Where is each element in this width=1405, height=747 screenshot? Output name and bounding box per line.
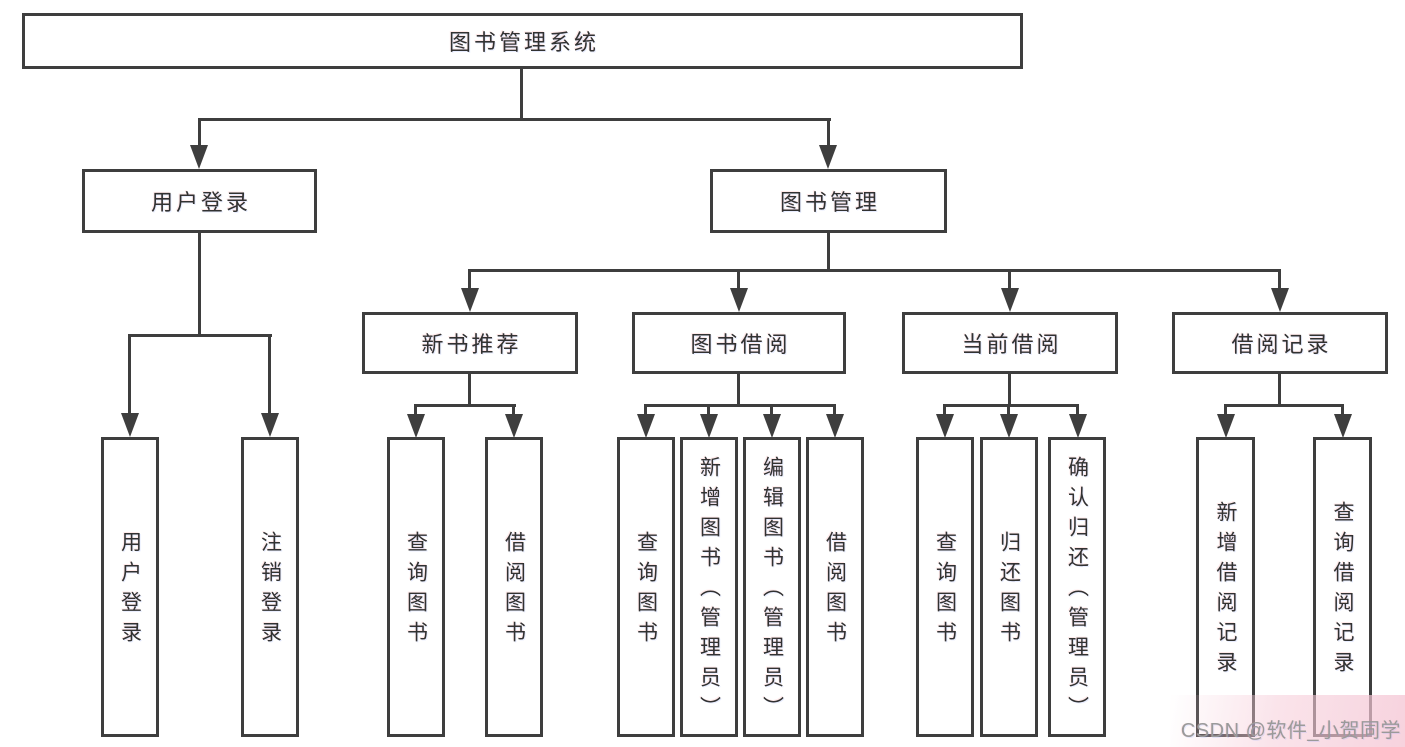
connector-line xyxy=(707,404,710,418)
connector-line xyxy=(268,334,271,416)
leaf-query-borrow-record-label: 查询借阅记录 xyxy=(1331,501,1354,681)
connector-arrowhead xyxy=(763,414,781,438)
leaf-confirm-return-admin: 确认归还（管理员） xyxy=(1048,437,1106,737)
leaf-user-login: 用户登录 xyxy=(101,437,159,737)
leaf-recommend-query-books-label: 查询图书 xyxy=(404,531,428,651)
connector-line xyxy=(468,269,471,293)
connector-line xyxy=(943,404,946,418)
connector-arrowhead xyxy=(190,145,208,169)
connector-arrowhead xyxy=(1000,414,1018,438)
node-book-borrowing: 图书借阅 xyxy=(632,312,846,374)
leaf-logout: 注销登录 xyxy=(241,437,299,737)
node-root-label: 图书管理系统 xyxy=(448,30,599,55)
connector-line xyxy=(1278,374,1281,407)
connector-line xyxy=(1008,374,1011,407)
leaf-recommend-borrow-books-label: 借阅图书 xyxy=(502,531,526,651)
connector-arrowhead xyxy=(700,414,718,438)
connector-arrowhead xyxy=(730,288,748,312)
leaf-add-borrow-record: 新增借阅记录 xyxy=(1196,437,1255,737)
connector-line xyxy=(1076,404,1079,418)
connector-arrowhead xyxy=(936,414,954,438)
node-borrowing-records: 借阅记录 xyxy=(1172,312,1388,374)
node-user-login: 用户登录 xyxy=(82,169,317,233)
connector-arrowhead xyxy=(407,414,425,438)
connector-line xyxy=(198,118,201,151)
connector-line xyxy=(737,269,740,293)
connector-arrowhead xyxy=(261,413,279,437)
connector-line xyxy=(414,404,516,407)
connector-line xyxy=(1278,269,1281,293)
connector-arrowhead xyxy=(121,413,139,437)
connector-line xyxy=(943,404,1079,407)
leaf-borrow-query-books-label: 查询图书 xyxy=(634,531,658,651)
node-book-borrowing-label: 图书借阅 xyxy=(690,332,791,357)
connector-arrowhead xyxy=(505,414,523,438)
node-user-login-label: 用户登录 xyxy=(150,190,251,215)
leaf-current-query-books: 查询图书 xyxy=(916,437,974,737)
connector-line xyxy=(468,374,471,407)
connector-line xyxy=(512,404,515,418)
leaf-logout-label: 注销登录 xyxy=(258,531,282,651)
connector-arrowhead xyxy=(1271,288,1289,312)
node-book-management: 图书管理 xyxy=(710,169,947,233)
connector-line xyxy=(468,269,1281,272)
connector-line xyxy=(1007,404,1010,418)
connector-line xyxy=(414,404,417,418)
connector-arrowhead xyxy=(637,414,655,438)
connector-line xyxy=(1224,404,1227,418)
leaf-return-books-label: 归还图书 xyxy=(997,531,1021,651)
connector-line xyxy=(644,404,647,418)
connector-arrowhead xyxy=(1001,288,1019,312)
connector-line xyxy=(128,334,131,416)
connector-line xyxy=(1224,404,1344,407)
connector-line xyxy=(520,69,523,120)
watermark: CSDN @软件_小贺同学 xyxy=(1180,720,1401,742)
leaf-edit-book-admin-label: 编辑图书（管理员） xyxy=(760,456,784,726)
connector-line xyxy=(770,404,773,418)
node-new-book-recommendation-label: 新书推荐 xyxy=(421,332,522,357)
node-current-borrowing: 当前借阅 xyxy=(902,312,1118,374)
node-new-book-recommendation: 新书推荐 xyxy=(362,312,578,374)
node-root: 图书管理系统 xyxy=(22,13,1023,69)
connector-arrowhead xyxy=(1217,414,1235,438)
leaf-user-login-label: 用户登录 xyxy=(118,531,142,651)
connector-arrowhead xyxy=(819,145,837,169)
leaf-recommend-borrow-books: 借阅图书 xyxy=(485,437,543,737)
leaf-edit-book-admin: 编辑图书（管理员） xyxy=(743,437,801,737)
leaf-confirm-return-admin-label: 确认归还（管理员） xyxy=(1065,456,1089,726)
connector-line xyxy=(827,118,830,151)
connector-line xyxy=(644,404,836,407)
connector-arrowhead xyxy=(1334,414,1352,438)
leaf-query-borrow-record: 查询借阅记录 xyxy=(1313,437,1372,737)
connector-line xyxy=(198,233,201,337)
connector-line xyxy=(1341,404,1344,418)
leaf-current-query-books-label: 查询图书 xyxy=(933,531,957,651)
leaf-return-books: 归还图书 xyxy=(980,437,1038,737)
node-borrowing-records-label: 借阅记录 xyxy=(1231,332,1332,357)
node-current-borrowing-label: 当前借阅 xyxy=(961,332,1062,357)
leaf-add-borrow-record-label: 新增借阅记录 xyxy=(1214,501,1237,681)
connector-line xyxy=(827,233,830,272)
leaf-add-book-admin: 新增图书（管理员） xyxy=(680,437,738,737)
node-book-management-label: 图书管理 xyxy=(779,190,880,215)
connector-arrowhead xyxy=(826,414,844,438)
leaf-borrow-books: 借阅图书 xyxy=(806,437,864,737)
connector-line xyxy=(1008,269,1011,293)
leaf-add-book-admin-label: 新增图书（管理员） xyxy=(697,456,721,726)
connector-line xyxy=(737,374,740,407)
connector-arrowhead xyxy=(1069,414,1087,438)
leaf-borrow-query-books: 查询图书 xyxy=(617,437,675,737)
connector-line xyxy=(198,118,831,121)
leaf-borrow-books-label: 借阅图书 xyxy=(823,531,847,651)
leaf-recommend-query-books: 查询图书 xyxy=(387,437,445,737)
connector-line xyxy=(128,334,272,337)
connector-arrowhead xyxy=(461,288,479,312)
connector-line xyxy=(833,404,836,418)
